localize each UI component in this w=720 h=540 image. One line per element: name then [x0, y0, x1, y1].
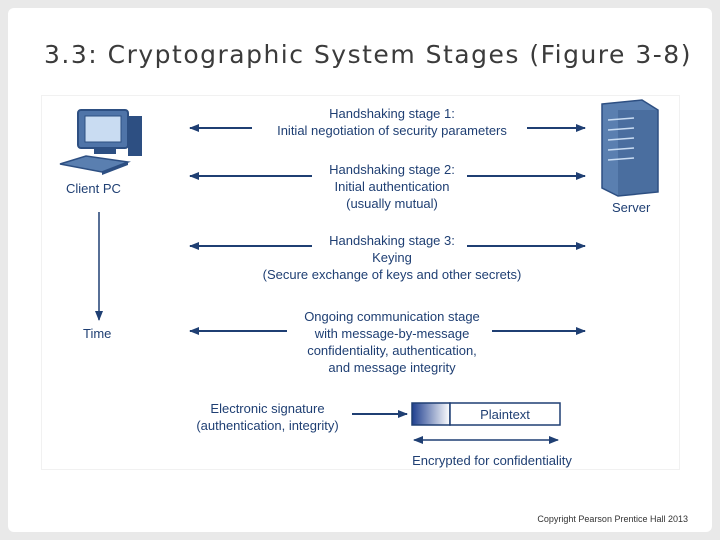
plaintext-label: Plaintext — [480, 407, 530, 422]
slide-title: 3.3: Cryptographic System Stages (Figure… — [44, 40, 692, 69]
server-label: Server — [612, 200, 651, 215]
copyright-notice: Copyright Pearson Prentice Hall 2013 — [462, 506, 694, 532]
stage2-line1: Handshaking stage 2: — [329, 162, 455, 177]
stage1-line1: Handshaking stage 1: — [329, 106, 455, 121]
signature-label: Electronic signature (authentication, in… — [180, 400, 355, 434]
client-pc-label: Client PC — [66, 181, 121, 196]
cryptographic-stages-figure: Client PC Server Time Handshaking stage … — [41, 95, 680, 470]
stage3-label: Handshaking stage 3: Keying (Secure exch… — [237, 232, 547, 283]
stage1-line2: Initial negotiation of security paramete… — [277, 123, 507, 138]
signature-block — [411, 402, 451, 426]
stage4-line2: with message-by-message — [314, 326, 470, 341]
stage4-line4: and message integrity — [328, 360, 456, 375]
plaintext-box — [449, 402, 561, 426]
stage3-line2: Keying — [372, 250, 412, 265]
signature-line2: (authentication, integrity) — [196, 418, 339, 433]
stage2-line3: (usually mutual) — [346, 196, 438, 211]
time-label: Time — [83, 326, 112, 341]
stage4-line1: Ongoing communication stage — [304, 309, 480, 324]
client-pc-icon — [59, 109, 142, 175]
figure-graphics — [59, 99, 659, 444]
encrypted-label: Encrypted for confidentiality — [412, 453, 572, 468]
server-icon — [601, 99, 659, 197]
stage4-line3: confidentiality, authentication, — [307, 343, 477, 358]
stage4-label: Ongoing communication stage with message… — [272, 308, 512, 376]
stage3-line3: (Secure exchange of keys and other secre… — [262, 267, 522, 282]
stage3-line1: Handshaking stage 3: — [329, 233, 455, 248]
stage2-label: Handshaking stage 2: Initial authenticat… — [292, 161, 492, 212]
stage1-label: Handshaking stage 1: Initial negotiation… — [252, 105, 532, 139]
stage2-line2: Initial authentication — [334, 179, 450, 194]
signature-line1: Electronic signature — [210, 401, 325, 416]
